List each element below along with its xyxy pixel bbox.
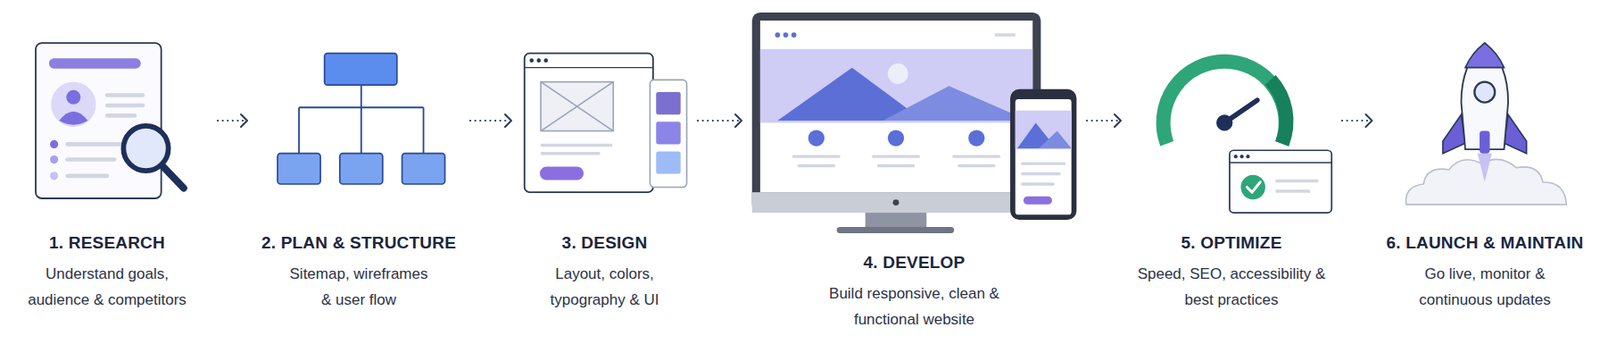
step-description: Understand goals, audience & competitors [22,260,192,313]
step-description: Go live, monitor & continuous updates [1407,260,1564,313]
rocket-icon [1406,42,1567,205]
step-description: Sitemap, wireframes & user flow [285,260,433,313]
arrowhead [1114,114,1121,127]
step-heading: 3. DESIGN [562,232,648,253]
flow-arrow [1342,114,1373,127]
dotted-line [217,119,245,122]
flow-arrow [217,114,248,127]
step-description: Speed, SEO, accessibility & best practic… [1136,260,1327,313]
dotted-line [697,119,739,122]
dotted-line [1342,119,1370,122]
step-heading: 6. LAUNCH & MAINTAIN [1385,232,1584,253]
step-column: 4. DEVELOP Build responsive, clean & func… [752,35,1077,349]
flow-arrow [470,114,512,127]
step-column: 2. PLAN & STRUCTURE Sitemap, wireframes &… [257,35,460,349]
step-heading: 5. OPTIMIZE [1180,232,1282,253]
step-heading: 2. PLAN & STRUCTURE [261,232,456,253]
arrowhead [240,114,248,127]
dotted-line [470,119,509,122]
research-icon [35,42,184,199]
step-heading: 1. RESEARCH [49,232,166,253]
flow-arrow [1086,114,1121,127]
step-description: Layout, colors, typography & UI [538,260,672,313]
step-column: 1. RESEARCH Understand goals, audience & … [7,35,208,349]
step-heading: 4. DEVELOP [863,252,966,273]
arrowhead [505,114,512,127]
speed-gauge-icon [1163,61,1333,213]
step-description: Build responsive, clean & functional web… [818,280,1011,332]
sitemap-icon [277,53,446,184]
step-column: 6. LAUNCH & MAINTAIN Go live, monitor & c… [1383,35,1588,349]
arrowhead [735,114,742,127]
monitor-phone-icon [752,12,1078,233]
arrowhead [1366,114,1373,127]
step-column: 5. OPTIMIZE Speed, SEO, accessibility & b… [1131,35,1332,349]
dotted-line [1086,119,1119,122]
step-column: 3. DESIGN Layout, colors, typography & UI [522,35,688,349]
flow-arrow [697,114,742,127]
design-icon [524,53,688,193]
